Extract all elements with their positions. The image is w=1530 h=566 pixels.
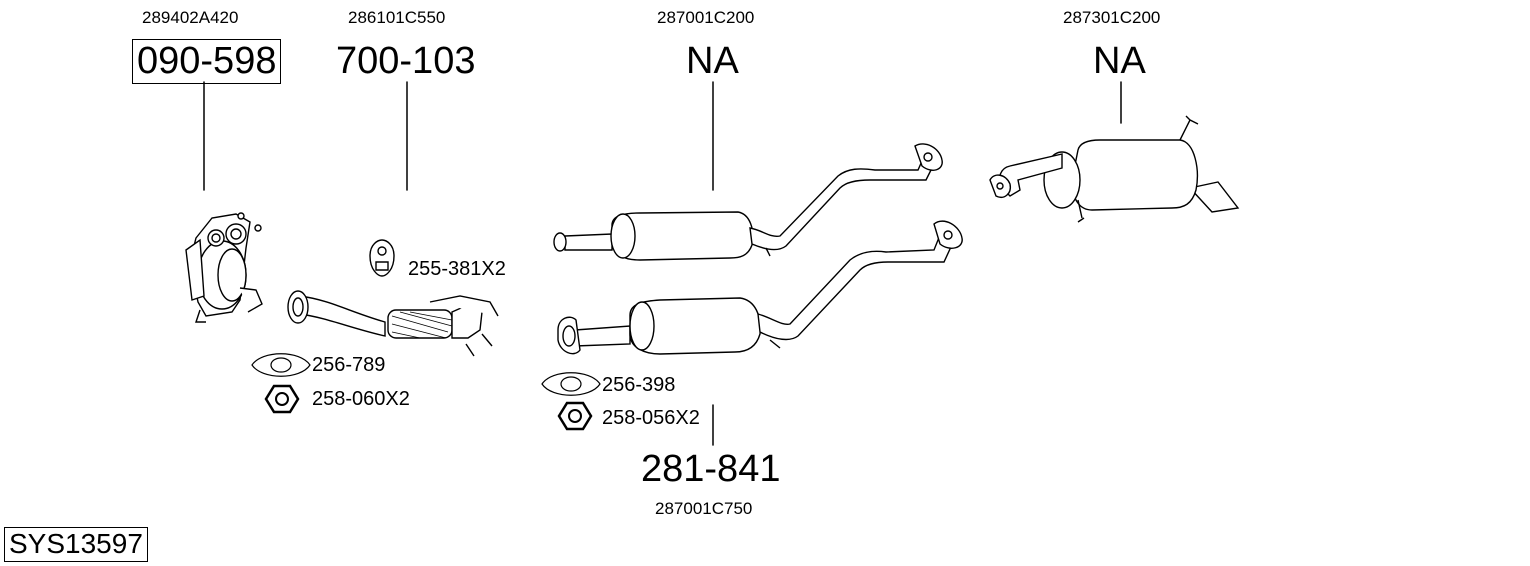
flange-gasket-icon [251, 353, 311, 377]
accessory-label-rubber-hanger: 255-381X2 [408, 258, 506, 280]
part-number-center-silencer[interactable]: NA [686, 40, 739, 82]
accessory-label-nut-2: 258-056X2 [602, 407, 700, 429]
oe-number-center-silencer-2: 287001C750 [655, 499, 753, 518]
rear-silencer-icon [989, 115, 1240, 223]
hex-nut-icon [264, 384, 300, 414]
hex-nut-icon [557, 401, 593, 431]
part-number-catalytic-converter[interactable]: 090-598 [132, 39, 282, 84]
oe-number-rear-silencer: 287301C200 [1063, 8, 1161, 27]
accessory-label-gasket-1: 256-789 [312, 354, 386, 376]
oe-number-center-silencer: 287001C200 [657, 8, 755, 27]
rubber-hanger-icon [369, 239, 395, 277]
oe-number-catalytic-converter: 289402A420 [142, 8, 239, 27]
accessory-label-nut-1: 258-060X2 [312, 388, 410, 410]
center-silencer-icon [553, 143, 943, 261]
system-code: SYS13597 [4, 527, 148, 562]
flange-gasket-icon [541, 372, 601, 396]
part-number-center-silencer-2[interactable]: 281-841 [641, 448, 781, 490]
accessory-label-gasket-2: 256-398 [602, 374, 676, 396]
oe-number-front-pipe: 286101C550 [348, 8, 446, 27]
part-number-rear-silencer[interactable]: NA [1093, 40, 1146, 82]
catalytic-converter-icon [185, 212, 263, 323]
front-pipe-icon [287, 290, 499, 357]
center-silencer-2-icon [557, 220, 963, 355]
part-number-front-pipe[interactable]: 700-103 [336, 40, 476, 82]
